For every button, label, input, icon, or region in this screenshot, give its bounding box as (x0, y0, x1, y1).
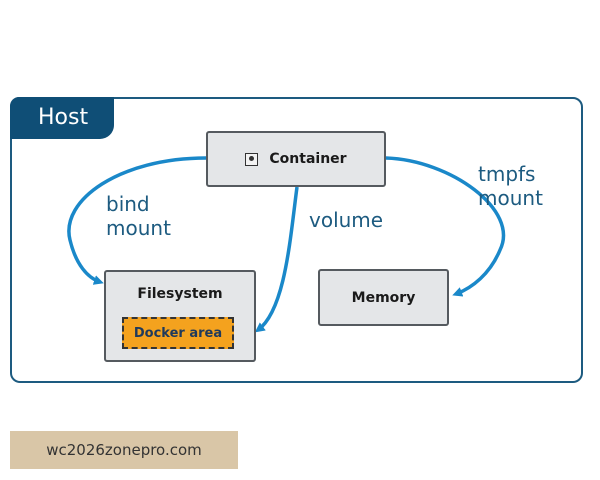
filesystem-box: Filesystem Docker area (104, 270, 256, 362)
bind-mount-label-line-2: mount (106, 216, 171, 240)
tmpfs-mount-label-line-1: tmpfs (478, 162, 536, 186)
host-label: Host (10, 97, 114, 139)
container-icon (245, 152, 259, 166)
docker-area: Docker area (122, 317, 234, 349)
bind-mount-arrow (67, 156, 207, 285)
container-label: Container (269, 151, 347, 167)
watermark-banner: wc2026zonepro.com (10, 431, 238, 469)
bind-mount-label: bind mount (106, 192, 171, 240)
memory-label: Memory (351, 289, 416, 306)
container-box: Container (206, 131, 386, 187)
volume-label: volume (309, 208, 384, 232)
memory-box: Memory (318, 269, 449, 326)
tmpfs-mount-arrow (385, 156, 506, 297)
volume-arrow (254, 186, 299, 333)
tmpfs-mount-label-line-2: mount (478, 186, 543, 210)
bind-mount-label-line-1: bind (106, 192, 150, 216)
filesystem-label: Filesystem (137, 286, 223, 302)
tmpfs-mount-label: tmpfs mount (478, 162, 543, 210)
